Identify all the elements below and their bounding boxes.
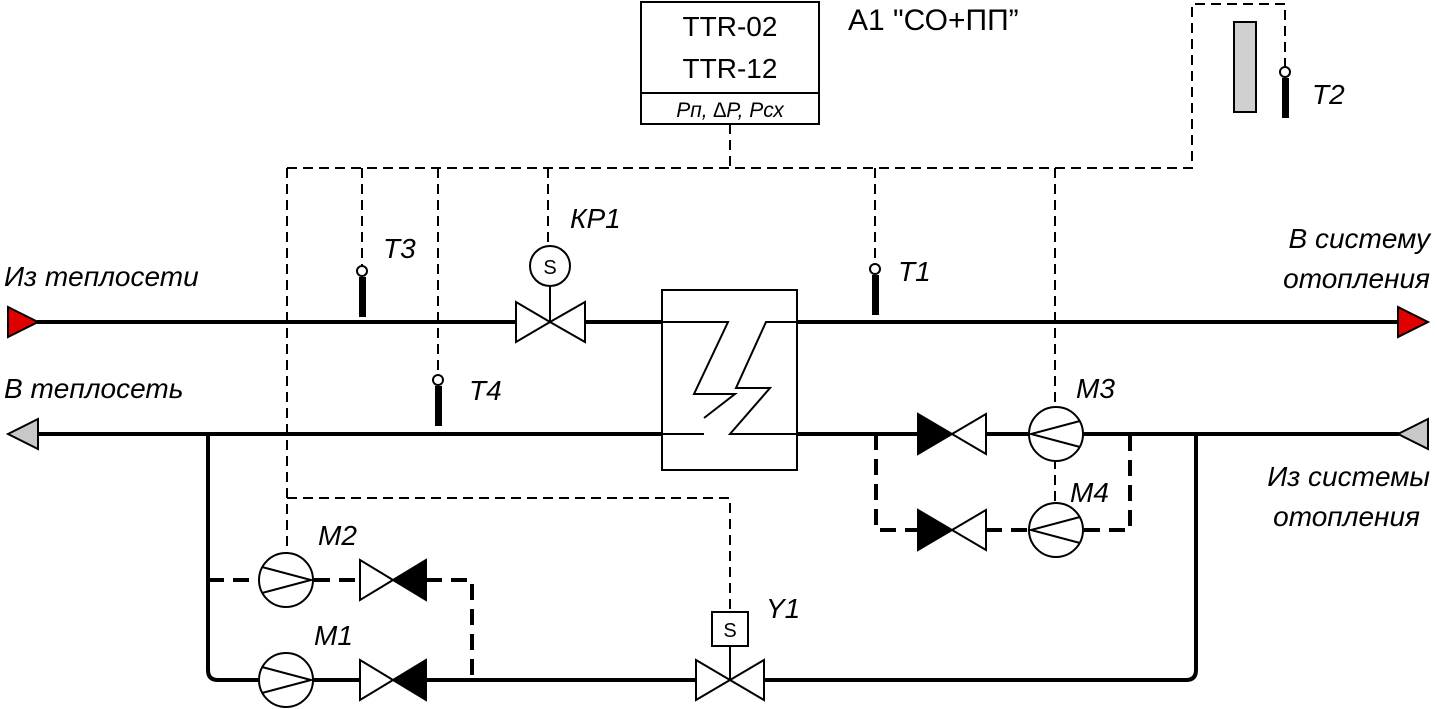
bypass-left-pipe [206,432,1198,682]
actuator-kp1-letter: S [543,257,556,279]
arrow-from-heating [1395,417,1429,451]
arrow-to-network [5,417,39,451]
check-valve-m1 [359,658,427,702]
actuator-y1-letter: S [723,620,736,642]
sensor-t2-label: T2 [1312,79,1345,110]
signal-lines [286,3,1286,610]
controller-box [640,1,820,125]
arrow-from-network [7,305,41,339]
pump-m2-label: M2 [318,520,357,551]
actuator-kp1 [529,245,571,287]
check-valve-m3 [917,412,987,456]
controller-title: A1 "СО+ПП” [848,4,1019,37]
pump-m4 [1027,502,1084,558]
sensor-t4 [432,374,444,426]
sensor-t3-label: T3 [383,233,416,264]
valve-y1-label: Y1 [766,593,800,624]
sensor-t1 [869,263,881,315]
label-from-heating-2: отопления [1273,501,1420,532]
label-from-heating-1: Из системы [1267,461,1430,492]
controller-model-1: TTR-02 [683,11,778,42]
label-to-heating-1: В систему [1289,223,1432,254]
label-to-heating-2: отопления [1283,263,1430,294]
pipes [36,320,1400,682]
sensor-t1-label: T1 [898,256,931,287]
sensor-t3 [356,265,368,317]
pump-m2 [258,552,315,608]
sensor-t4-label: T4 [469,375,502,406]
pump-m3 [1027,406,1084,462]
control-valve-y1: S [695,611,765,702]
arrow-to-heating [1397,305,1431,339]
actuator-y1 [711,611,749,647]
control-valve-kp1: S [515,245,586,344]
controller-a1: TTR-02 TTR-12 Pп, ∆P, Pсх [640,1,820,125]
pump-m1 [258,652,315,708]
outdoor-sensor-housing [1233,21,1257,113]
heat-exchanger [661,289,798,471]
label-from-network: Из теплосети [4,261,199,292]
controller-inputs: Pп, ∆P, Pсх [676,99,785,122]
valve-kp1-label: КР1 [570,203,621,234]
check-valve-m2 [359,558,427,602]
controller-model-2: TTR-12 [683,53,778,84]
check-valve-m4 [917,508,987,552]
pump-m4-label: M4 [1070,477,1109,508]
pump-m3-label: M3 [1076,373,1115,404]
sensor-t2 [1233,21,1291,118]
pump-m2-line [208,578,474,680]
label-to-network: В теплосеть [4,373,183,404]
pump-m1-label: M1 [314,620,353,651]
pump-m4-line [874,434,1132,532]
